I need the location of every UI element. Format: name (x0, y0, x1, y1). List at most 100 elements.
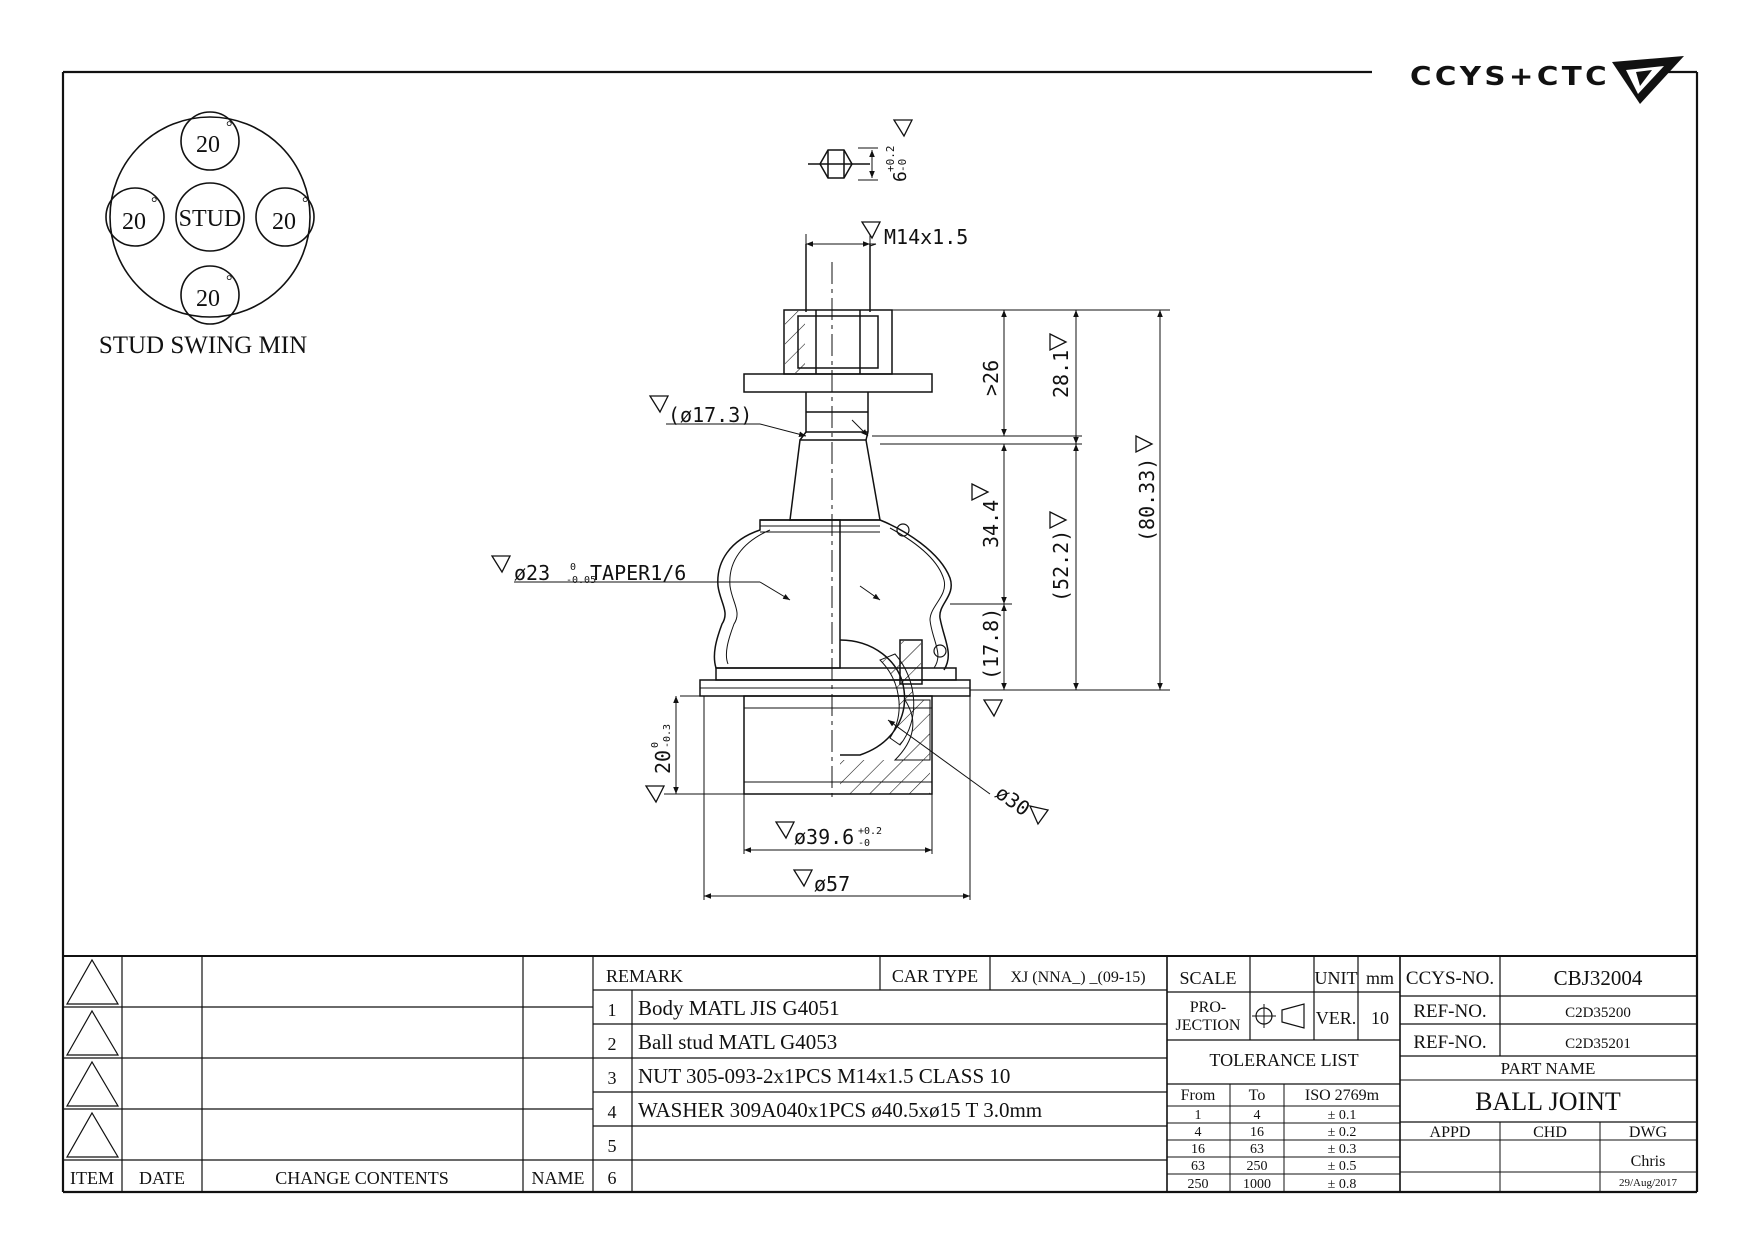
hex-tip-detail (808, 147, 878, 181)
logo-text: CCYS+CTC (1410, 62, 1610, 92)
tol-value: ± 0.2 (1328, 1125, 1357, 1140)
scale-label: SCALE (1179, 968, 1236, 988)
surface-finish-icon (860, 221, 882, 240)
dim-len-17: (17.8) (979, 608, 1003, 680)
stud-swing-diagram: STUD 20 20 20 20 ° ° ° ° STUD SWING MIN (99, 111, 315, 359)
dim-d17: (ø17.3) (668, 403, 752, 427)
dwg-date: 29/Aug/2017 (1619, 1177, 1678, 1189)
chd-label: CHD (1533, 1124, 1567, 1141)
part-name-label: PART NAME (1501, 1059, 1596, 1078)
tol-from: 1 (1195, 1108, 1202, 1123)
degree-mark: ° (226, 119, 232, 136)
ccys-label: CCYS-NO. (1406, 968, 1494, 989)
dim-h20-sup: 0 (650, 742, 661, 748)
dust-boot (713, 519, 841, 669)
rev-header-date: DATE (139, 1168, 185, 1188)
unit-label: UNIT (1315, 968, 1358, 988)
revision-triangle-icon (65, 958, 120, 1158)
remark-title: REMARK (606, 966, 683, 986)
dim-len-52: (52.2) (1049, 530, 1073, 602)
tol-value: ± 0.1 (1328, 1108, 1357, 1123)
remark-no: 5 (608, 1136, 617, 1156)
remark-no: 4 (608, 1102, 617, 1122)
tol-header-to: To (1249, 1087, 1266, 1104)
dim-d39-main: ø39.6 (794, 825, 854, 849)
dim-len-80: (80.33) (1135, 458, 1159, 542)
dim-hex-tol-main: 6 (890, 171, 911, 182)
company-logo: CCYS+CTC (1410, 56, 1684, 104)
rev-header-item: ITEM (70, 1168, 114, 1188)
remark-no: 6 (608, 1168, 617, 1188)
remark-no: 1 (608, 1000, 617, 1020)
surface-finish-icon (1049, 510, 1068, 530)
remark-no: 2 (608, 1034, 617, 1054)
dim-len-28: 28.1 (1049, 350, 1073, 398)
surface-finish-icon (1135, 434, 1154, 454)
tol-value: ± 0.8 (1328, 1177, 1357, 1192)
tol-to: 1000 (1243, 1177, 1271, 1192)
projection-label-1: PRO- (1190, 999, 1226, 1016)
rev-header-name: NAME (532, 1168, 585, 1188)
dim-d39-sub: -0 (858, 838, 870, 849)
remark-text: Body MATL JIS G4051 (638, 996, 840, 1020)
ball-joint-drawing: M14x1.5 6 +0.2 -0 (ø17.3) ø23 0 -0.05 TA… (490, 119, 1170, 900)
ver-value: 10 (1371, 1008, 1389, 1028)
unit-value: mm (1366, 968, 1394, 988)
surface-finish-icon (982, 699, 1004, 718)
degree-mark: ° (226, 273, 232, 290)
dim-hex-tol: 6 (890, 171, 911, 182)
degree-mark: ° (302, 195, 308, 212)
dim-taper-sup: 0 (570, 562, 576, 573)
tol-from: 63 (1191, 1159, 1205, 1174)
ref2-label: REF-NO. (1413, 1032, 1486, 1053)
appd-label: APPD (1430, 1124, 1471, 1141)
revision-table: ITEM DATE CHANGE CONTENTS NAME (63, 956, 594, 1192)
surface-finish-icon (644, 785, 666, 804)
car-type-label: CAR TYPE (892, 966, 978, 986)
dim-h20-sub: -0.3 (662, 724, 673, 748)
tol-to: 16 (1250, 1125, 1264, 1140)
dim-hex-tol-sup: +0.2 (884, 146, 897, 173)
swing-angle-left: 20 (122, 209, 146, 235)
remarks-table: REMARK CAR TYPE XJ (NNA_) _(09-15) 1 Bod… (593, 956, 1168, 1192)
tol-value: ± 0.5 (1328, 1159, 1357, 1174)
dwg-name: Chris (1631, 1153, 1666, 1170)
remark-text: WASHER 309A040x1PCS ø40.5xø15 T 3.0mm (638, 1098, 1042, 1122)
remark-no: 3 (608, 1068, 617, 1088)
tol-to: 4 (1254, 1108, 1261, 1123)
dim-taper-main: ø23 (514, 561, 550, 585)
dim-h20-main: 20 (651, 750, 675, 774)
logo-emblem-icon (1612, 56, 1684, 104)
third-angle-projection-icon (1252, 1003, 1305, 1029)
swing-angle-right: 20 (272, 209, 296, 235)
degree-mark: ° (151, 195, 157, 212)
tol-header-iso: ISO 2769m (1305, 1087, 1380, 1104)
swing-caption: STUD SWING MIN (99, 332, 307, 359)
part-name-value: BALL JOINT (1475, 1087, 1621, 1116)
dim-len-34: 34.4 (979, 500, 1003, 548)
ref1-label: REF-NO. (1413, 1001, 1486, 1022)
dwg-label: DWG (1629, 1124, 1668, 1141)
swing-angle-bottom: 20 (196, 286, 220, 312)
ref2-value: C2D35201 (1565, 1036, 1631, 1052)
dim-d57: ø57 (814, 872, 850, 896)
housing-body (743, 695, 933, 795)
surface-finish-icon (1028, 805, 1050, 826)
tol-value: ± 0.3 (1328, 1142, 1357, 1157)
tol-from: 16 (1191, 1142, 1205, 1157)
ref1-value: C2D35200 (1565, 1005, 1631, 1021)
dim-d30: ø30 (991, 780, 1034, 820)
ver-label: VER. (1316, 1008, 1357, 1028)
remark-text: Ball stud MATL G4053 (638, 1030, 837, 1054)
tol-header-from: From (1181, 1087, 1216, 1104)
swing-angle-top: 20 (196, 132, 220, 158)
rev-header-change: CHANGE CONTENTS (275, 1168, 449, 1188)
washer (743, 373, 933, 393)
title-block: SCALE UNIT mm PRO- JECTION VER. 10 TOLER… (1167, 956, 1697, 1192)
tol-from: 4 (1195, 1125, 1202, 1140)
tol-to: 250 (1247, 1159, 1268, 1174)
dim-taper-sub: -0.05 (566, 575, 596, 586)
surface-finish-icon (892, 119, 914, 138)
dim-thread: M14x1.5 (884, 225, 968, 249)
